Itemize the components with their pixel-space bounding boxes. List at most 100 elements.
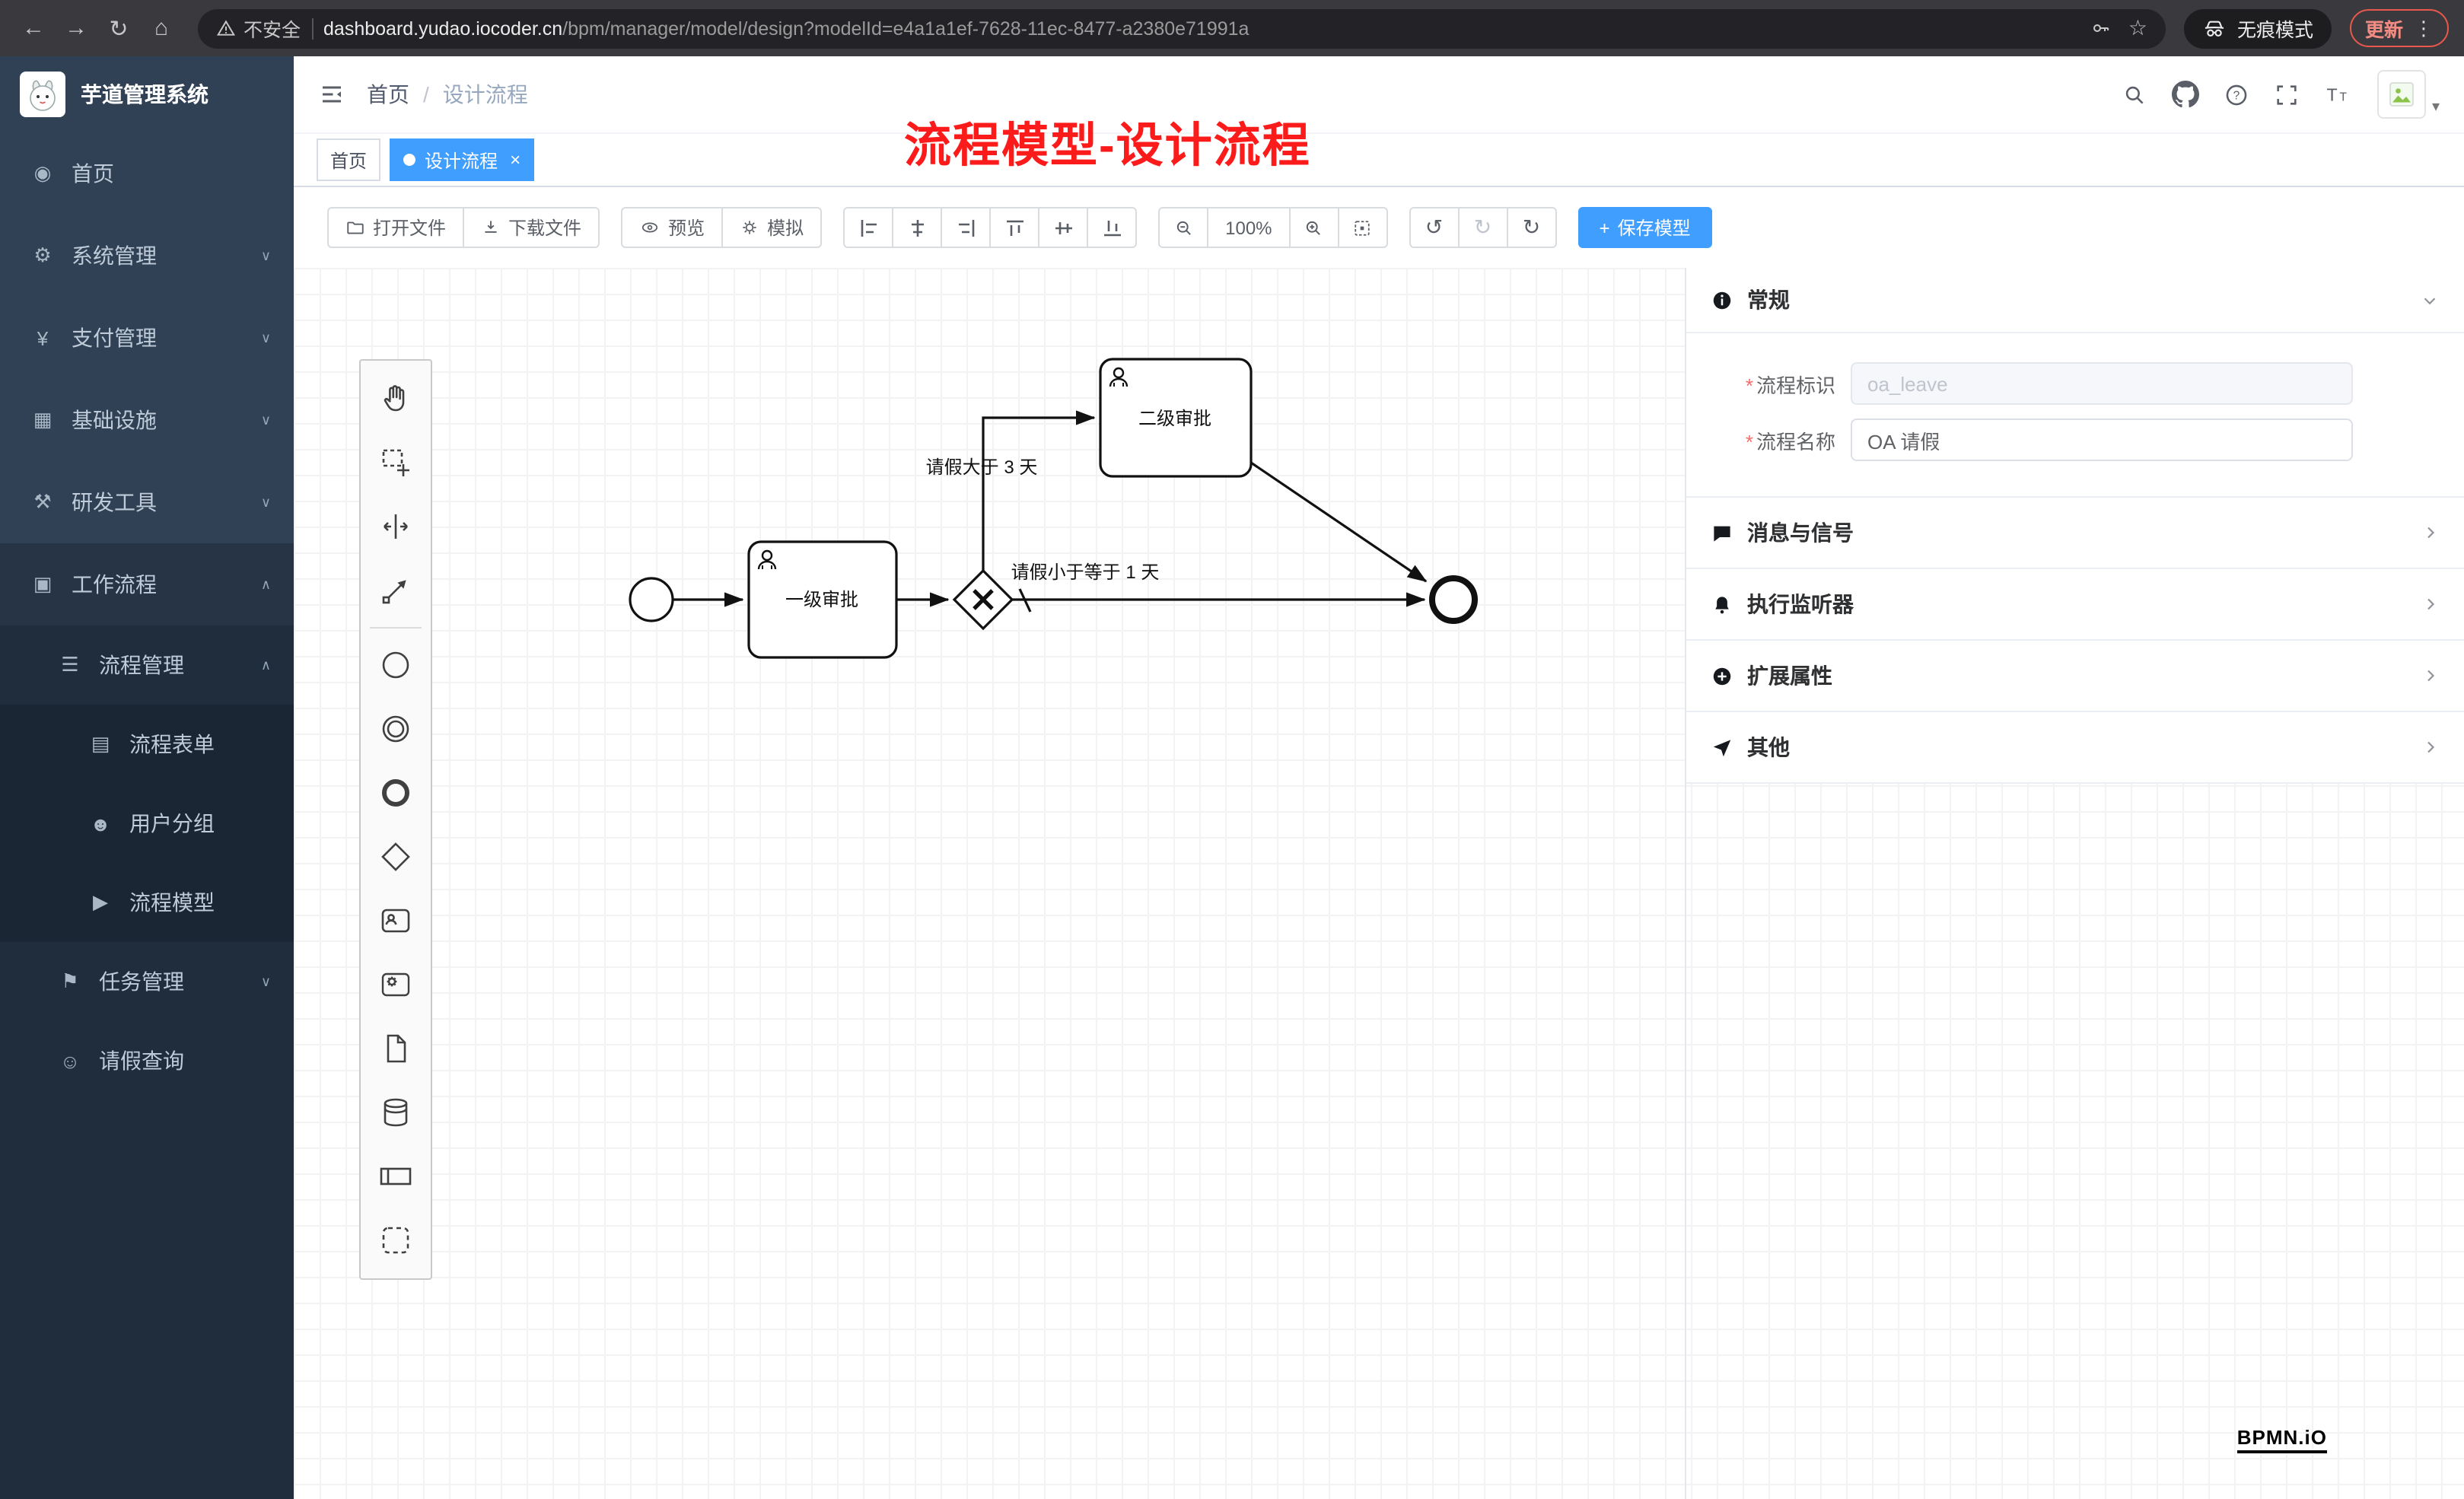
user-avatar[interactable]: ▾ — [2376, 70, 2440, 119]
password-key-icon[interactable] — [2090, 17, 2113, 40]
end-event[interactable] — [1429, 575, 1478, 624]
sidebar-item-process-management[interactable]: ☰ 流程管理 ∧ — [0, 625, 294, 705]
sidebar-item-process-model[interactable]: ▶ 流程模型 — [0, 863, 294, 942]
create-service-task-icon[interactable] — [365, 953, 426, 1017]
active-dot — [403, 154, 416, 166]
sidebar-item-label: 请假查询 — [99, 1049, 184, 1073]
sidebar-toggle-icon[interactable] — [318, 81, 345, 108]
sidebar-item-devtools[interactable]: ⚒ 研发工具 ∨ — [0, 461, 294, 543]
breadcrumb-home[interactable]: 首页 — [367, 82, 409, 107]
create-data-object-icon[interactable] — [365, 1017, 426, 1080]
create-start-event-icon[interactable] — [365, 633, 426, 697]
search-icon[interactable] — [2122, 81, 2147, 107]
align-left-button[interactable] — [843, 207, 894, 248]
section-execution-listener[interactable]: 执行监听器 — [1686, 569, 2464, 641]
app-logo[interactable]: 芋道管理系统 — [0, 56, 294, 132]
exclusive-gateway[interactable] — [952, 568, 1014, 631]
home-nav-icon[interactable]: ⌂ — [154, 15, 169, 41]
default-flow-marker — [1018, 588, 1032, 613]
sidebar-item-leave-query[interactable]: ☺ 请假查询 — [0, 1021, 294, 1100]
zoom-reset-button[interactable] — [1337, 207, 1388, 248]
restart-button[interactable]: ↻ — [1506, 207, 1557, 248]
align-top-button[interactable] — [989, 207, 1040, 248]
chevron-down-icon: ∨ — [260, 412, 271, 427]
create-group-icon[interactable] — [365, 1208, 426, 1272]
create-participant-icon[interactable] — [365, 1144, 426, 1208]
sidebar-item-system[interactable]: ⚙ 系统管理 ∨ — [0, 215, 294, 297]
address-bar[interactable]: 不安全 dashboard.yudao.iocoder.cn/bpm/manag… — [198, 8, 2166, 48]
task-second-approval[interactable] — [1099, 358, 1253, 478]
sidebar-item-task-management[interactable]: ⚑ 任务管理 ∨ — [0, 942, 294, 1021]
sidebar-item-infrastructure[interactable]: ▦ 基础设施 ∨ — [0, 379, 294, 461]
process-name-input[interactable] — [1851, 419, 2353, 461]
task-first-approval[interactable] — [747, 540, 898, 659]
create-end-event-icon[interactable] — [365, 761, 426, 825]
global-connect-tool-icon[interactable] — [365, 559, 426, 622]
zoom-out-button[interactable] — [1158, 207, 1209, 248]
create-gateway-icon[interactable] — [365, 825, 426, 889]
simulate-button[interactable]: 模拟 — [721, 207, 823, 248]
bpmn-io-link[interactable]: BPMN.iO — [2236, 1426, 2327, 1453]
app-title: 芋道管理系统 — [81, 82, 209, 107]
sidebar-item-home[interactable]: ◉ 首页 — [0, 132, 294, 215]
bpmn-toolbar: 打开文件 下载文件 预览 — [294, 187, 2464, 268]
save-model-button[interactable]: + 保存模型 — [1577, 207, 1712, 248]
section-extended-properties[interactable]: 扩展属性 — [1686, 641, 2464, 712]
fullscreen-icon[interactable] — [2274, 81, 2300, 107]
start-event[interactable] — [629, 577, 674, 622]
tab-label: 设计流程 — [425, 150, 498, 171]
space-tool-icon[interactable] — [365, 495, 426, 559]
tab-design-process[interactable]: 设计流程 × — [390, 138, 535, 181]
flow-task2-to-end[interactable] — [1250, 461, 1428, 583]
zoom-in-button[interactable] — [1288, 207, 1339, 248]
preview-button[interactable]: 预览 — [621, 207, 724, 248]
bookmark-star-icon[interactable]: ☆ — [2128, 15, 2147, 40]
section-other[interactable]: 其他 — [1686, 712, 2464, 784]
zoom-level[interactable]: 100% — [1207, 207, 1291, 248]
align-right-button[interactable] — [941, 207, 992, 248]
process-key-input[interactable] — [1851, 362, 2353, 405]
bpmn-canvas[interactable]: 请假大于 3 天 请假小于等于 1 天 一级审批 — [294, 268, 2464, 1499]
kebab-menu-icon[interactable]: ⋮ — [2414, 16, 2434, 39]
sidebar-item-label: 任务管理 — [99, 969, 184, 994]
message-icon — [1711, 521, 1733, 544]
forward-icon[interactable]: → — [65, 15, 88, 41]
section-message-signal[interactable]: 消息与信号 — [1686, 498, 2464, 569]
undo-button[interactable]: ↺ — [1409, 207, 1460, 248]
reload-icon[interactable]: ↻ — [109, 16, 129, 42]
hand-tool-icon[interactable] — [365, 367, 426, 431]
sidebar-item-label: 工作流程 — [72, 572, 157, 597]
sidebar-item-user-group[interactable]: ☻ 用户分组 — [0, 784, 294, 863]
create-data-store-icon[interactable] — [365, 1080, 426, 1144]
person-icon: ☺ — [59, 1049, 81, 1072]
chevron-up-icon: ∧ — [260, 657, 271, 672]
create-intermediate-event-icon[interactable] — [365, 697, 426, 761]
not-secure-warning[interactable]: 不安全 — [216, 14, 301, 43]
sidebar-item-process-form[interactable]: ▤ 流程表单 — [0, 705, 294, 784]
redo-button[interactable]: ↻ — [1457, 207, 1508, 248]
sidebar-item-workflow[interactable]: ▣ 工作流程 ∧ — [0, 543, 294, 625]
lasso-tool-icon[interactable] — [365, 431, 426, 495]
sidebar-item-payment[interactable]: ¥ 支付管理 ∨ — [0, 297, 294, 379]
section-general[interactable]: 常规 — [1686, 268, 2464, 333]
align-middle-button[interactable] — [1038, 207, 1089, 248]
tab-home[interactable]: 首页 — [317, 138, 381, 181]
close-icon[interactable]: × — [510, 149, 521, 170]
create-user-task-icon[interactable] — [365, 889, 426, 953]
download-file-button[interactable]: 下载文件 — [463, 207, 600, 248]
plus-circle-icon — [1711, 664, 1733, 687]
bpmn-palette — [359, 359, 432, 1280]
github-icon[interactable] — [2171, 81, 2199, 108]
open-file-button[interactable]: 打开文件 — [327, 207, 465, 248]
task2-label: 二级审批 — [1138, 409, 1211, 429]
align-bottom-button[interactable] — [1087, 207, 1138, 248]
browser-update-button[interactable]: 更新 ⋮ — [2349, 9, 2449, 47]
help-icon[interactable]: ? — [2224, 81, 2249, 107]
back-icon[interactable]: ← — [22, 15, 45, 41]
send-icon — [1711, 736, 1733, 759]
flow-gateway-to-task2[interactable] — [982, 410, 1096, 571]
warning-icon — [216, 20, 236, 36]
align-center-button[interactable] — [892, 207, 943, 248]
